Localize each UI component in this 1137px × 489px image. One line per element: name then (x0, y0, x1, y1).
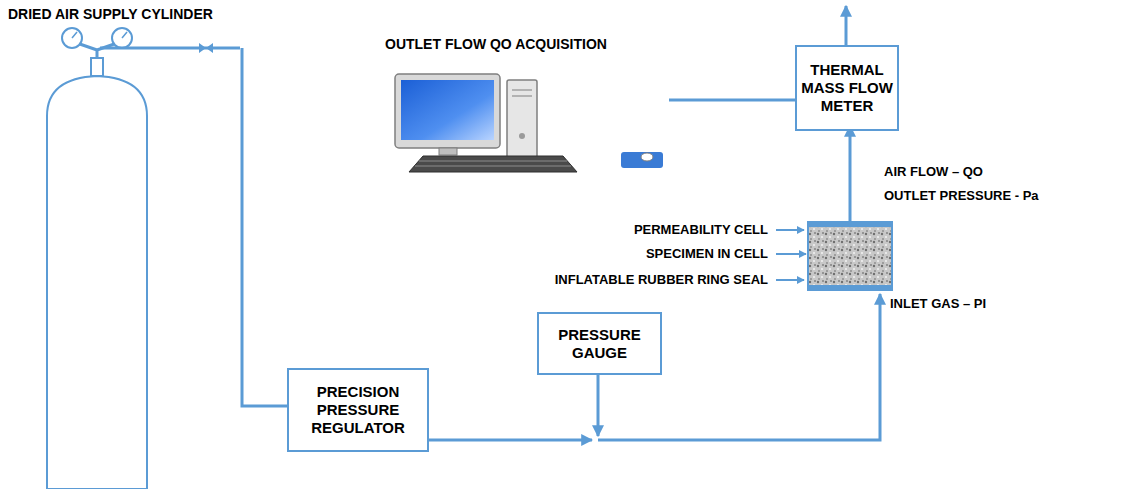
node-text: PRESSURE GAUGE (543, 326, 656, 362)
pipe-connector (669, 99, 795, 102)
node-text: PRECISION PRESSURE REGULATOR (293, 383, 423, 437)
regulator-pipe (427, 439, 592, 442)
part-label: OUTLET PRESSURE - Pa (882, 188, 1041, 204)
part-label: SPECIMEN IN CELL (644, 246, 770, 262)
leader-arrow (776, 253, 806, 255)
cylinder-title: DRIED AIR SUPPLY CYLINDER (8, 6, 242, 26)
part-label: INFLATABLE RUBBER RING SEAL (553, 272, 770, 288)
computer-node: OUTLET FLOW QO ACQUISITION (385, 36, 669, 164)
pipe-connector (242, 48, 287, 406)
node-text: THERMAL MASS FLOW METER (801, 61, 893, 115)
process-box: PRECISION PRESSURE REGULATOR (287, 368, 429, 452)
gauge-tap (597, 375, 600, 436)
node-text: DRIED AIR SUPPLY CYLINDER (8, 6, 242, 23)
gas-cylinder (47, 28, 240, 489)
process-box: PRESSURE GAUGE (537, 312, 662, 375)
process-box: THERMAL MASS FLOW METER (795, 45, 899, 131)
part-label: INLET GAS – PI (888, 296, 988, 312)
outlet-arrow (845, 6, 848, 45)
permeability-cell (808, 222, 892, 290)
node-text: OUTLET FLOW QO ACQUISITION (385, 36, 669, 53)
part-label: AIR FLOW – QO (882, 164, 985, 180)
air-flow-pipe (849, 126, 852, 222)
leader-arrow (776, 229, 804, 231)
part-label: PERMEABILITY CELL (632, 222, 770, 238)
computer-icon (395, 74, 663, 172)
leader-arrow (776, 279, 804, 281)
